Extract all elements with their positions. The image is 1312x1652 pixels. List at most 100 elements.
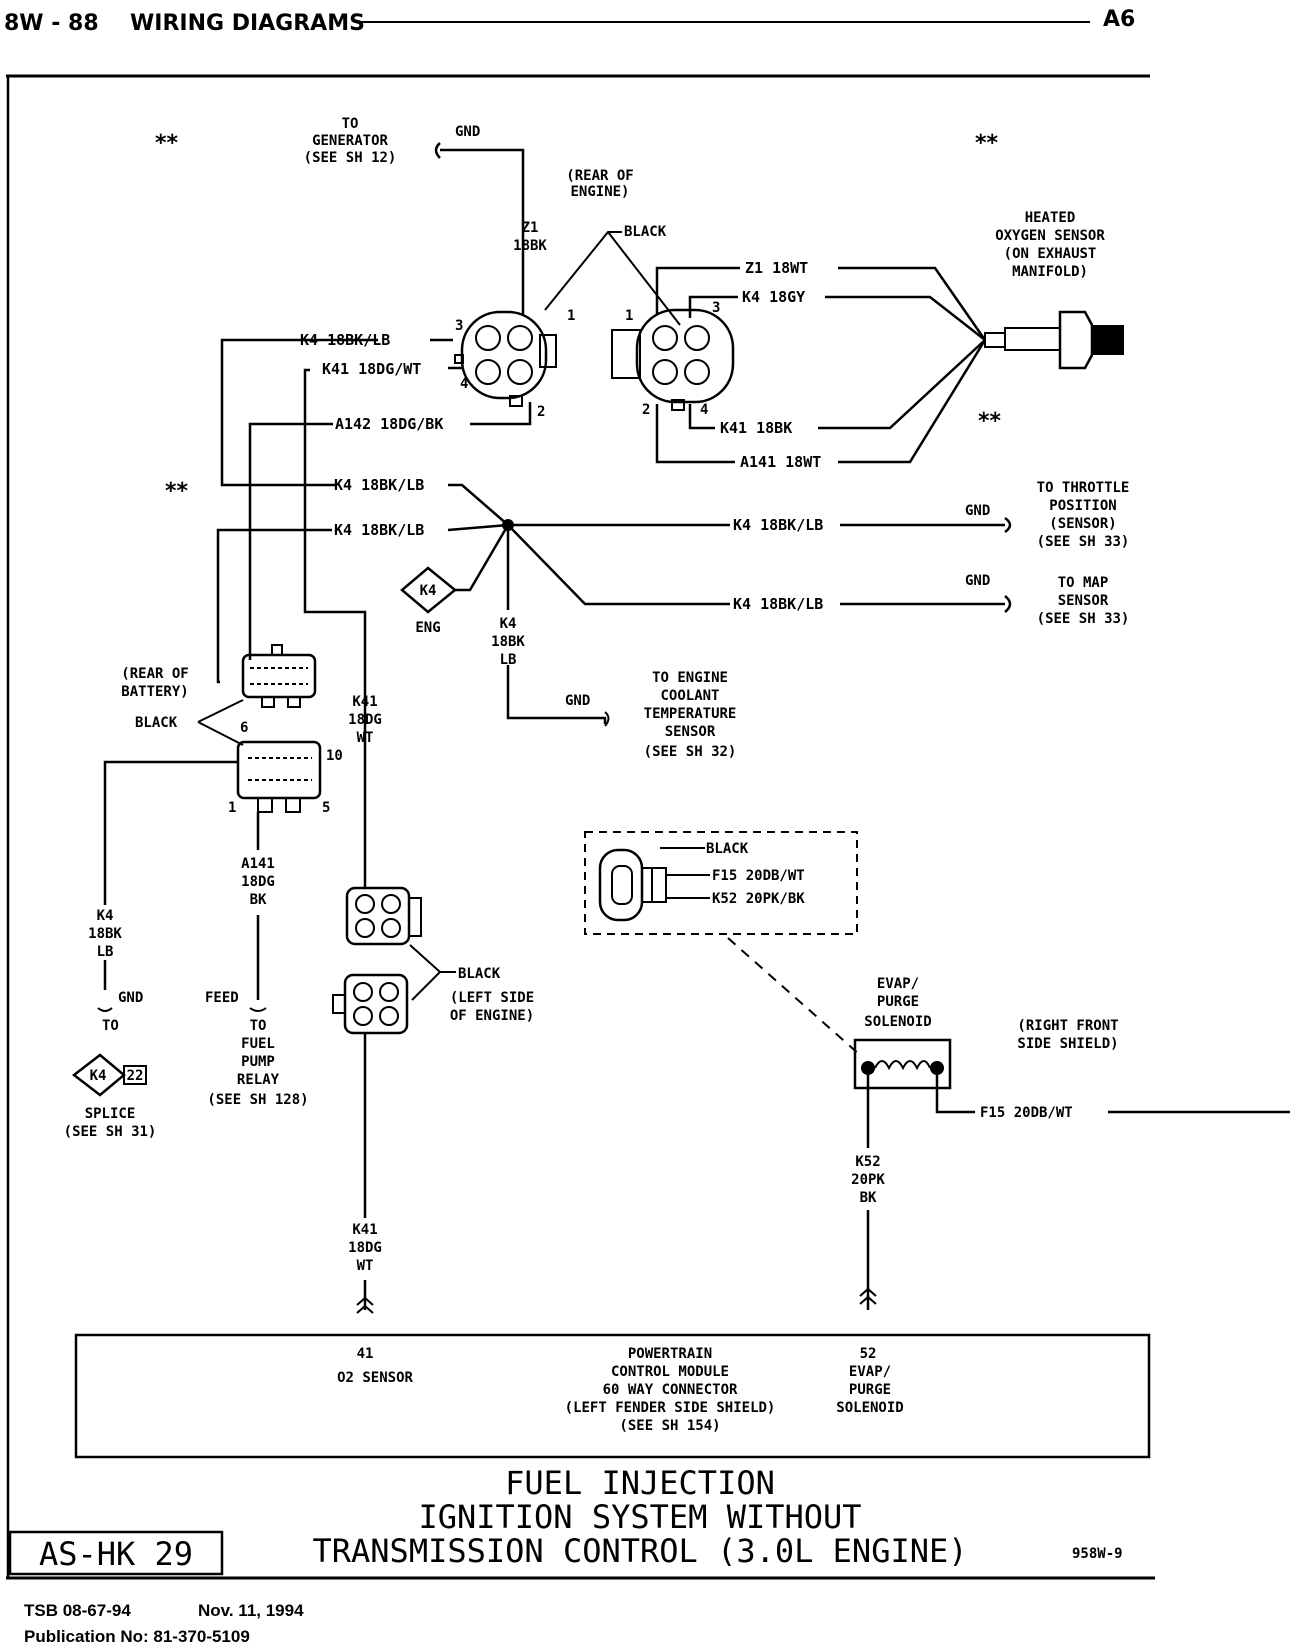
svg-text:FUEL: FUEL <box>241 1036 275 1052</box>
pin-3-label-f: 3 <box>712 300 720 316</box>
svg-text:MANIFOLD): MANIFOLD) <box>1012 264 1088 280</box>
svg-text:BK: BK <box>860 1190 877 1206</box>
page-number: 8W - 88 <box>4 11 99 36</box>
k52-vertical-label: K52 20PK BK <box>851 1154 885 1206</box>
svg-text:18DG: 18DG <box>348 1240 382 1256</box>
gnd-label-ect: GND <box>565 693 590 709</box>
pin-1-label-b: 1 <box>228 800 236 816</box>
left-side-engine-label: (LEFT SIDE OF ENGINE) <box>450 990 534 1024</box>
svg-text:K4: K4 <box>500 616 517 632</box>
wire-k41-18dgwt: K41 18DG/WT <box>322 360 421 378</box>
svg-text:18DG: 18DG <box>348 712 382 728</box>
evap-purge-solenoid <box>853 1038 952 1090</box>
evap-connector-symbol <box>598 848 667 922</box>
svg-text:K4: K4 <box>90 1068 107 1084</box>
svg-text:TO THROTTLE: TO THROTTLE <box>1037 480 1130 496</box>
svg-text:EVAP/: EVAP/ <box>849 1364 891 1380</box>
svg-text:SENSOR: SENSOR <box>665 724 716 740</box>
svg-text:TO ENGINE: TO ENGINE <box>652 670 728 686</box>
black-label-4: BLACK <box>706 841 749 857</box>
star-note-3: ** <box>978 409 1002 434</box>
svg-text:(LEFT FENDER SIDE SHIELD): (LEFT FENDER SIDE SHIELD) <box>565 1400 776 1416</box>
svg-text:SOLENOID: SOLENOID <box>864 1014 931 1030</box>
battery-connector-top <box>241 644 317 708</box>
to-fuel-pump-label: TO FUEL PUMP RELAY (SEE SH 128) <box>207 1018 308 1108</box>
engine-connector-upper <box>345 886 422 946</box>
svg-text:18BK: 18BK <box>513 238 547 254</box>
rear-of-battery-label: (REAR OF BATTERY) <box>121 666 188 700</box>
svg-text:GENERATOR: GENERATOR <box>312 133 388 149</box>
wire-k4-18bklb-1: K4 18BK/LB <box>300 331 390 349</box>
k4-18bk-lb-label: K4 18BK LB <box>88 908 122 960</box>
svg-text:18DG: 18DG <box>241 874 275 890</box>
svg-text:(RIGHT FRONT: (RIGHT FRONT <box>1017 1018 1118 1034</box>
svg-text:CONTROL MODULE: CONTROL MODULE <box>611 1364 729 1380</box>
svg-text:LB: LB <box>500 652 517 668</box>
svg-text:COOLANT: COOLANT <box>660 688 719 704</box>
svg-text:18BK: 18BK <box>88 926 122 942</box>
svg-text:LB: LB <box>97 944 114 960</box>
svg-text:K4: K4 <box>420 583 437 599</box>
svg-text:RELAY: RELAY <box>237 1072 280 1088</box>
svg-text:IGNITION SYSTEM WITHOUT: IGNITION SYSTEM WITHOUT <box>418 1498 861 1536</box>
pin-5-label-b: 5 <box>322 800 330 816</box>
svg-text:TO MAP: TO MAP <box>1058 575 1109 591</box>
svg-text:TO: TO <box>342 116 359 132</box>
black-label-1: BLACK <box>624 224 667 240</box>
sheet-code: AS-HK 29 <box>39 1535 193 1573</box>
wire-a142-18dgbk: A142 18DG/BK <box>335 415 443 433</box>
to-tps-label: TO THROTTLE POSITION (SENSOR) (SEE SH 33… <box>1037 480 1130 550</box>
svg-text:20PK: 20PK <box>851 1172 885 1188</box>
right-front-side-shield-label: (RIGHT FRONT SIDE SHIELD) <box>1017 1018 1118 1052</box>
svg-text:BATTERY): BATTERY) <box>121 684 188 700</box>
svg-text:(SEE SH 32): (SEE SH 32) <box>644 744 737 760</box>
svg-text:PURGE: PURGE <box>849 1382 891 1398</box>
o2-connector-male <box>454 310 557 407</box>
diagram-frame <box>6 74 1155 1580</box>
evap-connector-detail <box>584 831 858 935</box>
svg-text:K4: K4 <box>97 908 114 924</box>
section-title: WIRING DIAGRAMS <box>130 11 365 36</box>
wire-a141-18wt: A141 18WT <box>740 453 821 471</box>
gnd-label-2: GND <box>118 990 143 1006</box>
battery-connector-bottom <box>236 740 322 813</box>
diagram-title: FUEL INJECTION IGNITION SYSTEM WITHOUT T… <box>312 1464 967 1570</box>
svg-text:(SEE SH 33): (SEE SH 33) <box>1037 534 1130 550</box>
wire-k52-20pkbk: K52 20PK/BK <box>712 891 805 907</box>
to-splice-label: TO <box>102 1018 119 1034</box>
eng-label: ENG <box>415 620 440 636</box>
wire-f15-20dbwt: F15 20DB/WT <box>980 1105 1073 1121</box>
svg-text:OXYGEN SENSOR: OXYGEN SENSOR <box>995 228 1105 244</box>
pcm-title: POWERTRAIN CONTROL MODULE 60 WAY CONNECT… <box>565 1346 776 1434</box>
svg-text:EVAP/: EVAP/ <box>877 976 919 992</box>
svg-text:K52: K52 <box>855 1154 880 1170</box>
footer-tsb: TSB 08-67-94 <box>24 1601 131 1620</box>
wire-k4-18bklb-5: K4 18BK/LB <box>733 595 823 613</box>
svg-text:SOLENOID: SOLENOID <box>836 1400 903 1416</box>
wire-k4-18bklb-2: K4 18BK/LB <box>334 476 424 494</box>
pin-6-label: 6 <box>240 720 248 736</box>
pcm-pin-52-label: EVAP/ PURGE SOLENOID <box>836 1364 903 1416</box>
svg-text:TEMPERATURE: TEMPERATURE <box>644 706 737 722</box>
svg-text:(SEE SH 12): (SEE SH 12) <box>304 150 397 166</box>
svg-text:POSITION: POSITION <box>1049 498 1116 514</box>
pcm-pin-41-label: O2 SENSOR <box>337 1370 413 1386</box>
pcm-pin-52: 52 <box>860 1346 877 1362</box>
wire-k4-18gy: K4 18GY <box>742 288 805 306</box>
svg-text:SIDE SHIELD): SIDE SHIELD) <box>1017 1036 1118 1052</box>
feed-label: FEED <box>205 990 239 1006</box>
footer-date: Nov. 11, 1994 <box>198 1601 304 1620</box>
svg-text:K41: K41 <box>352 694 377 710</box>
black-label-3: BLACK <box>458 966 501 982</box>
z1-wire-label: Z1 18BK <box>513 220 547 254</box>
pin-2-label-f: 2 <box>642 402 650 418</box>
svg-text:ENGINE): ENGINE) <box>570 184 629 200</box>
wire-z1-18wt: Z1 18WT <box>745 259 808 277</box>
svg-text:(SENSOR): (SENSOR) <box>1049 516 1116 532</box>
svg-text:(ON EXHAUST: (ON EXHAUST <box>1004 246 1097 262</box>
oxygen-sensor-symbol <box>984 310 1124 370</box>
svg-text:18BK: 18BK <box>491 634 525 650</box>
svg-text:TRANSMISSION CONTROL (3.0L ENG: TRANSMISSION CONTROL (3.0L ENGINE) <box>312 1532 967 1570</box>
pcm-pin-41: 41 <box>357 1346 374 1362</box>
